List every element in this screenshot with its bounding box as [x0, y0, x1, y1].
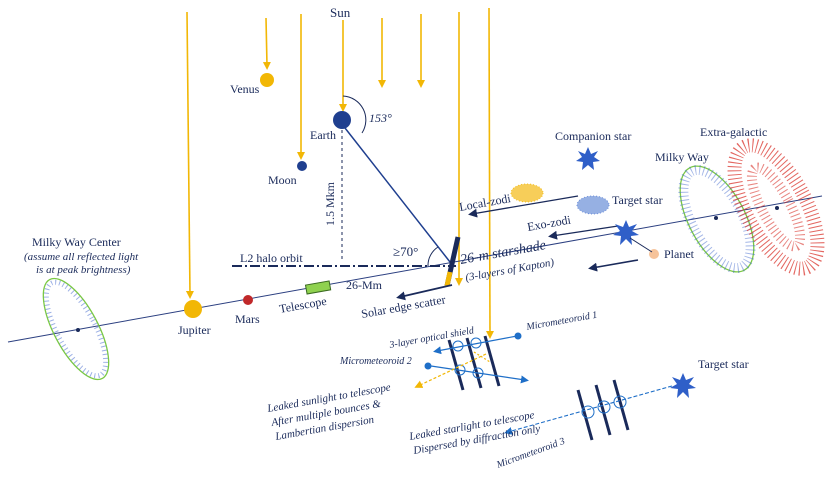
telescope-label: Telescope: [278, 294, 328, 316]
milky-way-center: [42, 277, 110, 381]
distance-1-5mkm-label: 1.5 Mkm: [323, 181, 337, 226]
exo-zodi-arrow: [548, 225, 619, 240]
extra-galactic-label: Extra-galactic: [700, 125, 767, 139]
angle-70-label: ≥70°: [393, 244, 418, 259]
target-star-icon: [613, 220, 639, 245]
diffraction-detail: [504, 373, 696, 441]
earth-planet: [333, 111, 351, 129]
local-zodi-label: Local-zodi: [458, 191, 512, 214]
planet-light-arrow: [588, 259, 639, 272]
venus-planet: [260, 73, 274, 87]
moon-body: [297, 161, 307, 171]
telescope-icon: [304, 280, 332, 295]
planet-label: Planet: [664, 247, 695, 261]
optical-shield-detail: [414, 332, 529, 391]
earth-label: Earth: [310, 128, 336, 142]
angle-arc-70: [427, 246, 439, 267]
exo-zodi-label: Exo-zodi: [526, 212, 572, 234]
jupiter-planet: [184, 300, 202, 318]
sun-ray-arrow: [262, 17, 271, 70]
solar-edge-scatter-arrow: [396, 284, 453, 301]
target-star-2-label: Target star: [698, 357, 749, 371]
sun-label: Sun: [330, 5, 351, 20]
starshade-edge: [444, 271, 453, 287]
micrometeoroid-3-label: Micrometeoroid 3: [494, 436, 566, 471]
moon-label: Moon: [268, 173, 297, 187]
sun-ray-arrow: [185, 11, 194, 299]
mwc-note-line-2: is at peak brightness): [36, 264, 131, 276]
micrometeoroid-2-label: Micrometeoroid 2: [339, 356, 412, 367]
local-zodi-cloud: [510, 183, 544, 203]
venus-label: Venus: [230, 82, 260, 96]
sun-rays: [185, 7, 494, 339]
l2-halo-orbit-label: L2 halo orbit: [240, 251, 303, 265]
target-star-label: Target star: [612, 193, 663, 207]
mars-planet: [243, 295, 253, 305]
earth-to-starshade-line: [344, 127, 451, 263]
planet-to-target-line: [629, 237, 653, 253]
mars-label: Mars: [235, 312, 260, 326]
micrometeoroid-1-label: Micrometeoroid 1: [525, 310, 599, 333]
target-star-icon-2: [670, 373, 696, 398]
distance-26mm-label: 26-Mm: [346, 278, 383, 292]
angle-arc-153: [342, 95, 367, 134]
jupiter-label: Jupiter: [178, 323, 211, 337]
milky-way-label: Milky Way: [655, 150, 709, 164]
companion-star-label-1: Companion star: [555, 129, 631, 143]
angle-153-label: 153°: [369, 111, 392, 125]
sun-ray-arrow: [485, 7, 494, 339]
companion-star-icon: [576, 147, 600, 170]
mwc-note-line-1: (assume all reflected light: [24, 251, 139, 263]
exo-zodi-cloud: [576, 195, 610, 215]
milky-way-disk: [678, 164, 756, 274]
local-zodi-arrow: [468, 195, 579, 218]
milky-way-center-label: Milky Way Center: [32, 235, 121, 249]
extra-galactic-cloud: [727, 138, 825, 276]
